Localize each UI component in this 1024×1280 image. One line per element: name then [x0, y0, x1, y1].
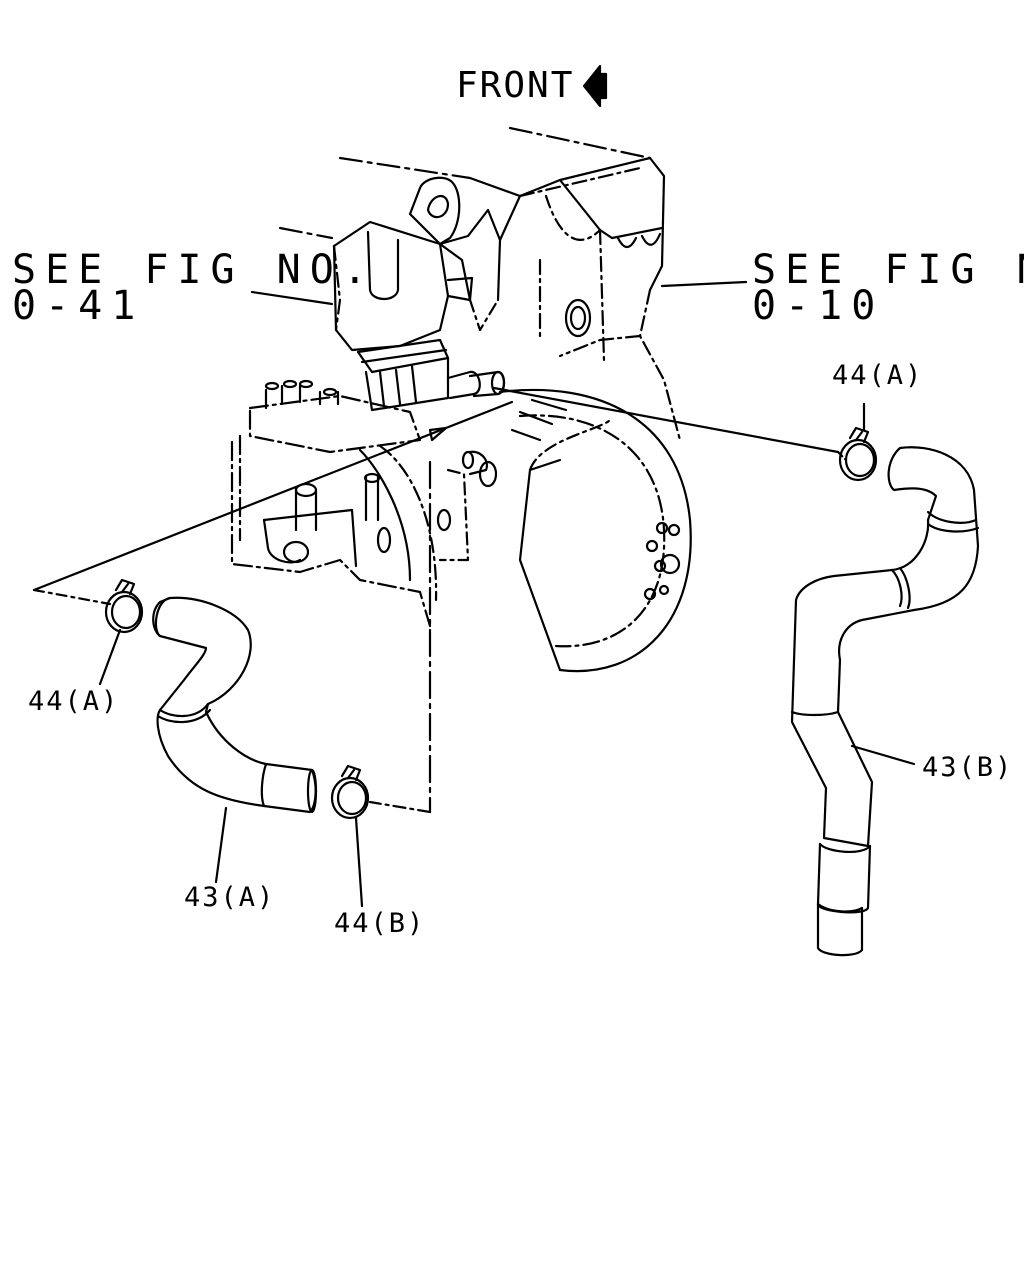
part-label-44a-left: 44(A)	[28, 686, 120, 717]
clamp-44b	[330, 764, 370, 820]
front-label: FRONT	[456, 65, 575, 106]
clamp-44a-left	[104, 578, 144, 634]
part-label-44b: 44(B)	[334, 908, 426, 939]
reference-right-line2: 0-10	[752, 283, 885, 329]
part-label-44a-right: 44(A)	[832, 360, 924, 391]
label-leaders	[98, 402, 916, 908]
hose-43b	[790, 446, 980, 957]
reference-left-line1: SEE FIG NO.	[12, 247, 376, 293]
connection-lines	[32, 280, 848, 814]
hose-43a	[152, 596, 318, 814]
part-label-43a: 43(A)	[184, 882, 276, 913]
part-label-43b: 43(B)	[922, 752, 1014, 783]
engine-block	[230, 126, 692, 673]
arrow-left-icon	[582, 64, 608, 108]
clamp-44a-right	[838, 426, 878, 482]
reference-right-line1: SEE FIG NO.	[752, 247, 1024, 293]
reference-left-line2: 0-41	[12, 283, 145, 329]
